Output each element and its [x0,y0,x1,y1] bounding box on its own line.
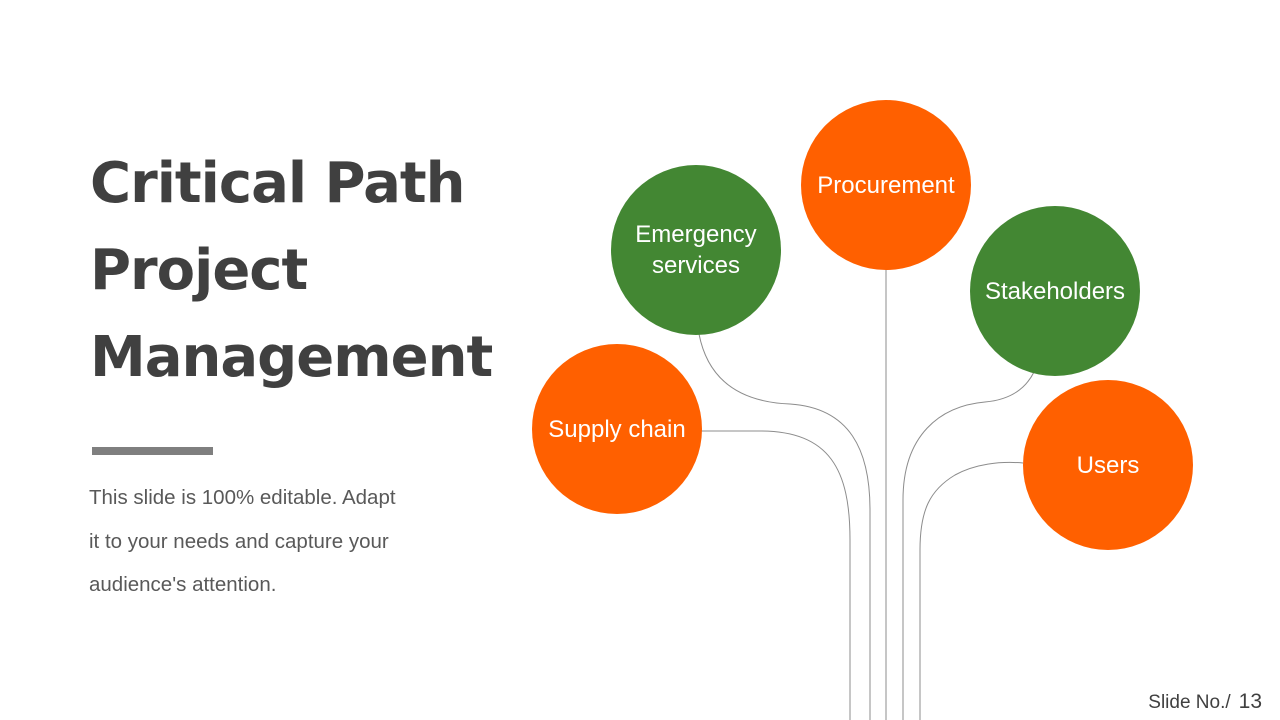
node-procurement: Procurement [801,100,971,270]
node-label: Supply chain [548,415,686,443]
node-label: Stakeholders [984,277,1126,305]
slide-number: Slide No./ 13 [1148,690,1262,714]
node-label: Procurement [817,171,955,199]
description-line: it to your needs and capture your [89,529,389,553]
title-line: Project [90,238,308,303]
connector-users [919,461,1024,720]
description-line: This slide is 100% editable. Adapt [89,486,396,509]
title-divider [92,447,213,455]
title-line: Management [90,325,493,390]
connector-emergency-services [698,333,871,720]
node-users: Users [1023,380,1193,550]
title-line: Critical Path [90,151,466,216]
node-label: Users [1076,451,1140,479]
slide-title: Critical Path Project Management [90,140,530,401]
description-line: audience's attention. [89,573,277,596]
node-label-line: services [651,252,740,279]
node-label-line: Emergency [635,221,757,248]
connector-stakeholders [902,371,1035,720]
connector-supply-chain [700,430,851,720]
slide-number-value: 13 [1238,690,1262,713]
node-supply-chain: Supply chain [532,344,702,514]
node-stakeholders: Stakeholders [970,206,1140,376]
node-label: Emergency services [635,219,756,281]
node-emergency-services: Emergency services [611,165,781,335]
slide-description: This slide is 100% editable. Adapt it to… [89,476,479,607]
slide-number-label: Slide No./ [1148,692,1231,713]
